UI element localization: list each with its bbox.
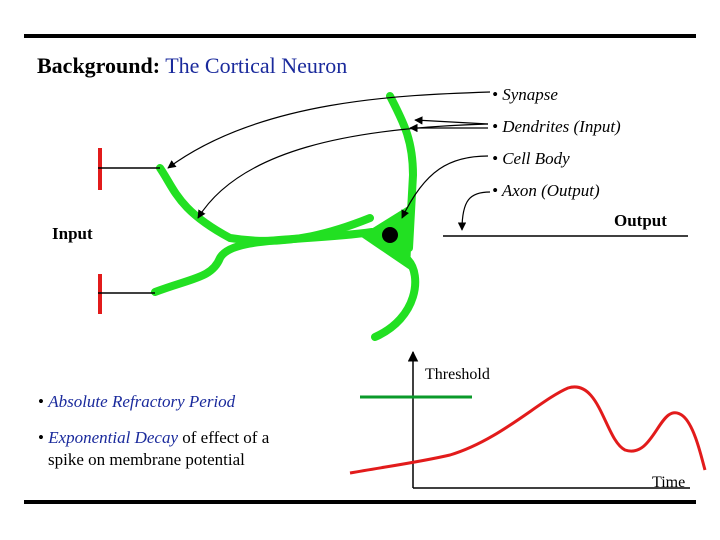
- dendrite-upper-left: [156, 164, 374, 245]
- arrow-synapse: [167, 91, 491, 169]
- label-axon: • Axon (Output): [492, 181, 600, 200]
- note-decay: • Exponential Decay of effect of a spike…: [38, 428, 270, 469]
- potential-plot: [349, 350, 707, 489]
- note-decay-line2: spike on membrane potential: [48, 450, 245, 469]
- input-synapses: [98, 148, 160, 314]
- note-decay-rest: of effect of a: [182, 428, 270, 447]
- note-refractory: • Absolute Refractory Period: [38, 392, 236, 411]
- nucleus: [382, 227, 398, 243]
- title-bold: Background:: [37, 53, 161, 78]
- top-rule: [24, 34, 696, 38]
- bottom-rule: [24, 500, 696, 504]
- callout-arrows: [167, 91, 491, 231]
- dendrite-top: [386, 92, 418, 252]
- note-refractory-text: Absolute Refractory Period: [48, 392, 236, 411]
- arrow-dendrite-lower: [197, 123, 489, 219]
- dendrites: [151, 92, 420, 341]
- label-synapse: • Synapse: [492, 85, 558, 104]
- note-decay-em: Exponential Decay: [48, 428, 179, 447]
- dendrite-bottom: [371, 256, 420, 341]
- dendrite-lower-left: [151, 228, 376, 296]
- membrane-potential-curve: [349, 385, 707, 475]
- title-subject: The Cortical Neuron: [165, 53, 348, 78]
- label-time: Time: [652, 474, 686, 491]
- slide-title: Background: The Cortical Neuron: [37, 53, 347, 79]
- arrow-cell-body: [401, 155, 489, 219]
- arrow-dendrites-a: [414, 116, 489, 125]
- label-cell-body: • Cell Body: [492, 149, 570, 168]
- label-input: Input: [52, 224, 93, 243]
- label-output: Output: [614, 211, 667, 230]
- label-dendrites: • Dendrites (Input): [492, 117, 621, 136]
- label-threshold: Threshold: [425, 366, 490, 383]
- arrow-axon: [457, 191, 491, 231]
